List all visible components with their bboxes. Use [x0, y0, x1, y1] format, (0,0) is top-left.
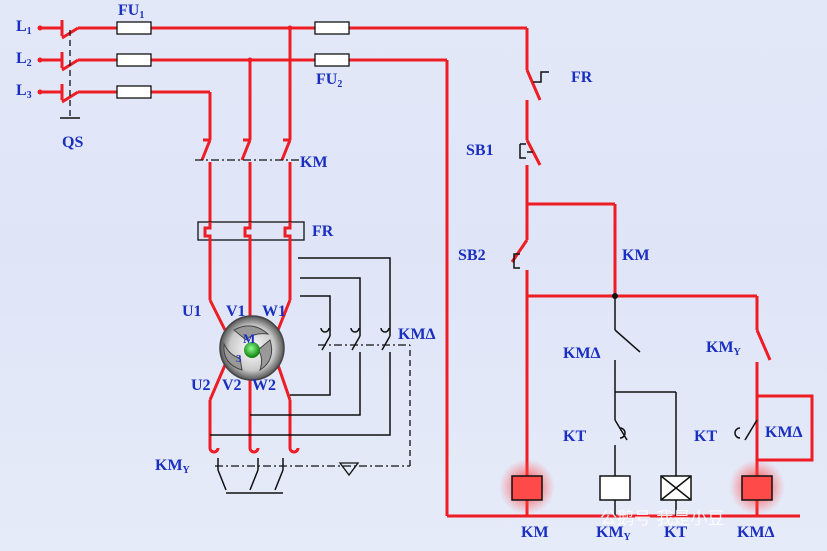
label-km-delta-nc: KMΔ	[563, 345, 601, 362]
label-fr-ctrl: FR	[571, 69, 593, 86]
label-sb2: SB2	[458, 247, 486, 264]
qs-switch	[60, 20, 80, 119]
label-coil-kt: KT	[664, 524, 687, 541]
label-km-hold: KM	[622, 247, 650, 264]
label-coil-km: KM	[521, 524, 549, 541]
coils	[499, 459, 785, 515]
label-w2: W2	[252, 377, 276, 394]
label-fr-main: FR	[312, 223, 334, 240]
label-u1: U1	[182, 303, 202, 320]
km-delta-contacts	[210, 257, 410, 436]
coil-kmy	[599, 475, 631, 501]
label-w1: W1	[262, 303, 286, 320]
label-km-main: KM	[300, 154, 328, 171]
label-qs: QS	[62, 134, 83, 151]
label-kt-1: KT	[563, 428, 586, 445]
label-km-y-power: KMY	[155, 457, 191, 476]
fuse-fu1	[78, 21, 527, 99]
phase-drops	[208, 25, 293, 140]
label-kt-2: KT	[694, 428, 717, 445]
label-coil-kmy: KMY	[596, 524, 632, 543]
labels: L1 L2 L3 QS FU1 FU2 KM FR U1 V1 W1 U2 V2…	[16, 2, 803, 543]
label-fu1: FU1	[118, 2, 144, 21]
label-l2: L2	[16, 50, 32, 69]
label-v1: V1	[226, 303, 246, 320]
label-fu2: FU2	[316, 71, 342, 90]
label-coil-kmd: KMΔ	[737, 524, 775, 541]
winding-tails	[208, 400, 300, 454]
km-main-contacts	[195, 138, 300, 222]
fr-thermal-relay	[197, 221, 305, 300]
label-motor-m: M	[243, 331, 255, 346]
motor	[208, 299, 292, 401]
label-km-delta-power: KMΔ	[398, 326, 436, 343]
control-circuit	[445, 28, 814, 518]
label-l1: L1	[16, 18, 32, 37]
watermark-text: 公鹅号 我是小豆	[600, 509, 724, 529]
incoming-lines	[37, 25, 62, 95]
coil-kmd	[741, 475, 773, 501]
coil-km	[511, 475, 543, 501]
km-y-star-contacts	[215, 345, 411, 494]
label-km-y-nc: KMY	[706, 339, 742, 358]
label-l3: L3	[16, 82, 32, 101]
label-motor-3: 3	[236, 353, 242, 365]
label-km-delta-no: KMΔ	[765, 424, 803, 441]
label-u2: U2	[191, 377, 211, 394]
fuse-fu2	[314, 21, 350, 67]
label-sb1: SB1	[466, 142, 494, 159]
label-v2: V2	[222, 377, 242, 394]
